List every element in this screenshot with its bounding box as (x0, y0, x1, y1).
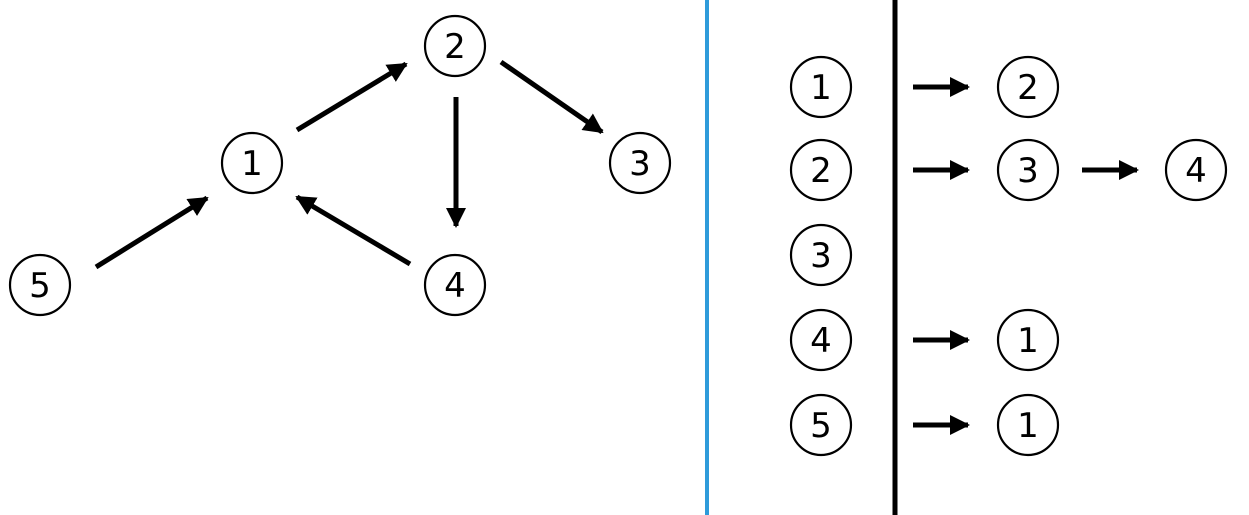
vertex-node-4: 4 (789, 308, 853, 372)
edge-2-3 (499, 59, 604, 135)
edge-5-1 (94, 195, 209, 270)
graph-node-3-label: 3 (629, 144, 651, 184)
graph-node-1-label: 1 (241, 144, 263, 184)
graph-node-3: 3 (608, 131, 672, 195)
neighbor-node: 3 (996, 138, 1060, 202)
edge-1-2 (295, 61, 408, 133)
neighbor-node-label: 1 (1017, 321, 1039, 361)
edge-4-1 (295, 194, 412, 267)
graph-node-4-label: 4 (444, 266, 466, 306)
neighbor-node: 2 (996, 55, 1060, 119)
vertex-node-2: 2 (789, 138, 853, 202)
vertex-node-1-label: 1 (810, 68, 832, 108)
neighbor-node-label: 1 (1017, 406, 1039, 446)
adjacency-row-5: 5 1 (789, 393, 1060, 457)
neighbor-node-label: 2 (1017, 68, 1039, 108)
graph-node-4: 4 (423, 253, 487, 317)
adjacency-row-2: 2 3 4 (789, 138, 1228, 202)
neighbor-node: 1 (996, 393, 1060, 457)
vertex-node-5-label: 5 (810, 406, 832, 446)
vertex-node-2-label: 2 (810, 151, 832, 191)
adjacency-row-3: 3 (789, 223, 853, 287)
directed-graph: 1 2 3 4 5 (8, 14, 672, 317)
vertex-node-5: 5 (789, 393, 853, 457)
adjacency-list: 1 2 2 3 4 (789, 0, 1228, 515)
adjacency-row-4: 4 1 (789, 308, 1060, 372)
neighbor-node: 1 (996, 308, 1060, 372)
adjacency-row-1: 1 2 (789, 55, 1060, 119)
graph-node-5: 5 (8, 253, 72, 317)
graph-node-2: 2 (423, 14, 487, 78)
vertex-node-1: 1 (789, 55, 853, 119)
vertex-node-3-label: 3 (810, 236, 832, 276)
graph-node-1: 1 (220, 131, 284, 195)
graph-node-5-label: 5 (29, 266, 51, 306)
neighbor-node-label: 3 (1017, 151, 1039, 191)
vertex-node-4-label: 4 (810, 321, 832, 361)
neighbor-node-label: 4 (1185, 151, 1207, 191)
vertex-node-3: 3 (789, 223, 853, 287)
graph-node-2-label: 2 (444, 27, 466, 67)
neighbor-node: 4 (1164, 138, 1228, 202)
